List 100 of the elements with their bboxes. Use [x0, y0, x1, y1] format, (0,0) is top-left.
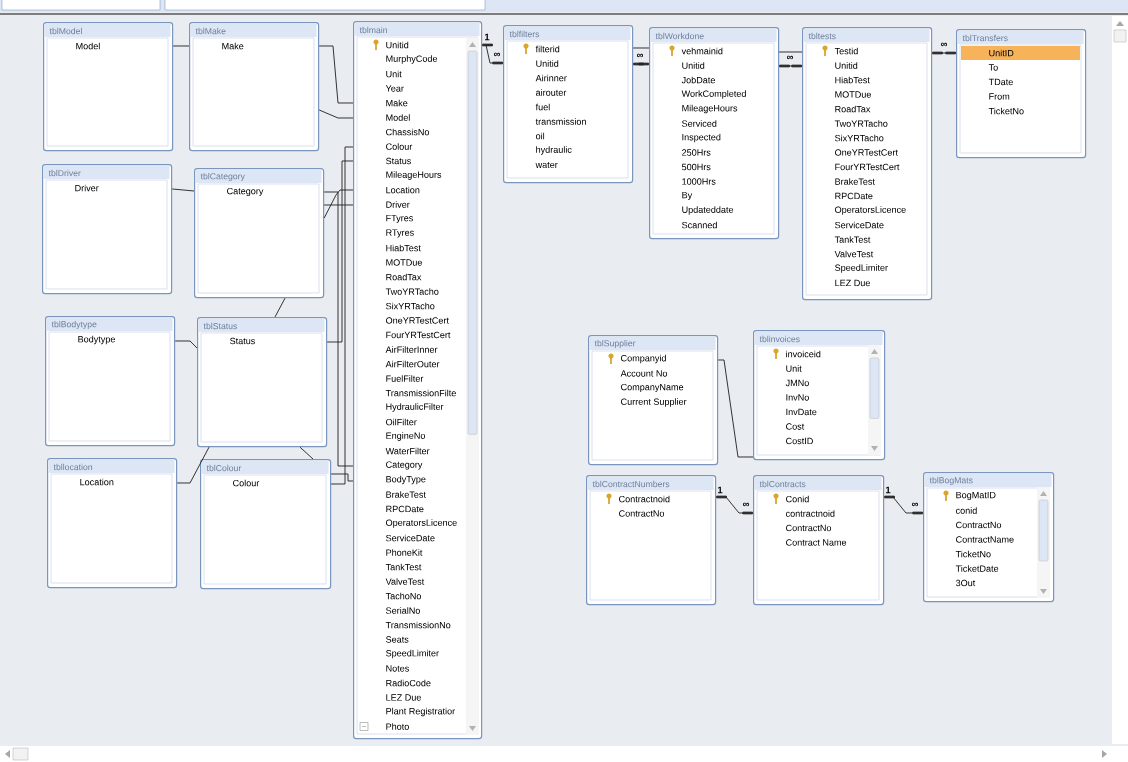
field-name: BrakeTest	[386, 491, 426, 498]
relationship-line	[274, 297, 286, 318]
field-name: ValveTest	[834, 250, 874, 258]
field-name: HiabTest	[835, 76, 870, 84]
relationship-line	[323, 191, 354, 467]
table-box	[588, 335, 719, 466]
field-name: transmission	[535, 118, 586, 125]
field-name: ContractNo	[786, 524, 832, 532]
cardinality-mark: ∞	[637, 53, 643, 58]
table-box	[753, 330, 886, 461]
field-name: Status	[230, 337, 255, 345]
relationship-line	[330, 473, 354, 482]
table-title: tblBogMats	[929, 476, 973, 486]
table-title: tblDriver	[48, 169, 81, 177]
table-box	[197, 317, 328, 448]
relationship-line	[716, 495, 753, 515]
field-name: Serviced	[682, 120, 717, 127]
field-name: Status	[386, 157, 411, 165]
field-name: RadioCode	[386, 679, 431, 687]
table-box	[923, 472, 1055, 603]
field-name: MileageHours	[386, 171, 442, 180]
field-name: Bodytype	[78, 335, 115, 345]
field-name: JobDate	[681, 76, 715, 84]
field-name: OperatorsLicence	[386, 519, 457, 528]
table-box	[194, 168, 325, 299]
field-name: Companyid	[621, 354, 666, 364]
field-name: SpeedLimiter	[386, 649, 439, 659]
relationship-line	[176, 446, 210, 484]
field-name: TransmissionNo	[385, 621, 451, 629]
field-name: Driver	[386, 201, 410, 208]
field-name: TankTest	[385, 563, 422, 571]
cardinality-mark: ∞	[743, 502, 749, 507]
field-name: From	[989, 93, 1010, 100]
field-name: Year	[385, 85, 404, 92]
table-title: tblMake	[195, 27, 226, 35]
field-name: SixYRTacho	[386, 302, 435, 310]
relationship-line	[632, 47, 650, 49]
field-name: Seats	[386, 636, 409, 643]
field-name: Location	[80, 478, 114, 486]
field-name: ServiceDate	[386, 534, 435, 542]
field-name: Colour	[233, 479, 260, 487]
table-title: tblmain	[359, 26, 387, 34]
field-name: Inspected	[682, 133, 721, 143]
field-name: To	[988, 64, 998, 71]
field-name: SerialNo	[386, 607, 420, 614]
table-box	[503, 25, 634, 184]
field-name: TicketDate	[955, 565, 999, 572]
field-name: Contractnoid	[619, 495, 670, 503]
table-title: tblCategory	[200, 172, 245, 182]
field-name: OperatorsLicence	[835, 206, 906, 215]
field-name: Location	[386, 186, 420, 194]
field-name: hydraulic	[536, 146, 572, 155]
relationship-line	[299, 446, 314, 460]
field-name: CostID	[786, 437, 813, 445]
field-name: contractnoid	[786, 510, 835, 517]
table-box	[200, 459, 332, 590]
field-name: Category	[386, 461, 423, 470]
field-name: Colour	[386, 143, 413, 150]
relationship-line	[174, 340, 198, 349]
cardinality-mark: ∞	[787, 55, 793, 60]
field-name: Model	[386, 114, 410, 121]
relationship-line	[884, 495, 923, 515]
table-title: tbltests	[808, 32, 836, 40]
relationship-line	[318, 45, 354, 104]
table-box	[753, 475, 885, 606]
field-name: LEZ Due	[835, 279, 870, 287]
field-name: 500Hrs	[681, 163, 711, 171]
field-name: Updateddate	[682, 206, 734, 215]
field-name: Testid	[834, 47, 858, 55]
field-name: HydraulicFilter	[386, 403, 444, 412]
relationship-line	[318, 109, 354, 119]
field-name: ContractNo	[956, 521, 1002, 529]
cardinality-mark: 1	[485, 33, 490, 41]
field-name: TicketNo	[955, 550, 991, 558]
relationship-line	[717, 359, 754, 458]
field-name: AirFilterInner	[385, 346, 438, 353]
field-name: TwoYRTacho	[834, 120, 888, 127]
table-box	[956, 29, 1087, 159]
field-name: Cost	[786, 423, 805, 430]
field-name: MurphyCode	[386, 55, 438, 64]
relationship-line	[171, 188, 195, 192]
table-box	[649, 27, 780, 240]
field-name: AirFilterOuter	[385, 360, 440, 368]
field-name: oil	[536, 132, 545, 140]
table-title: tblColour	[206, 464, 242, 472]
field-name: 3Out	[955, 579, 976, 587]
field-name: Airinner	[535, 74, 567, 82]
field-name: TDate	[988, 78, 1013, 86]
relationship-line	[172, 45, 190, 47]
field-name: ContractName	[956, 536, 1014, 543]
field-name: conid	[956, 507, 977, 514]
field-name: RoadTax	[386, 273, 422, 281]
field-name: FTyres	[386, 214, 413, 224]
field-name: CompanyName	[621, 383, 684, 393]
table-title: tblStatus	[203, 322, 237, 330]
cardinality-mark: 1	[886, 486, 891, 494]
field-name: LEZ Due	[386, 694, 421, 701]
field-name: BrakeTest	[835, 178, 875, 185]
field-name: BogMatID	[956, 491, 996, 501]
table-title: tbllocation	[53, 463, 93, 471]
